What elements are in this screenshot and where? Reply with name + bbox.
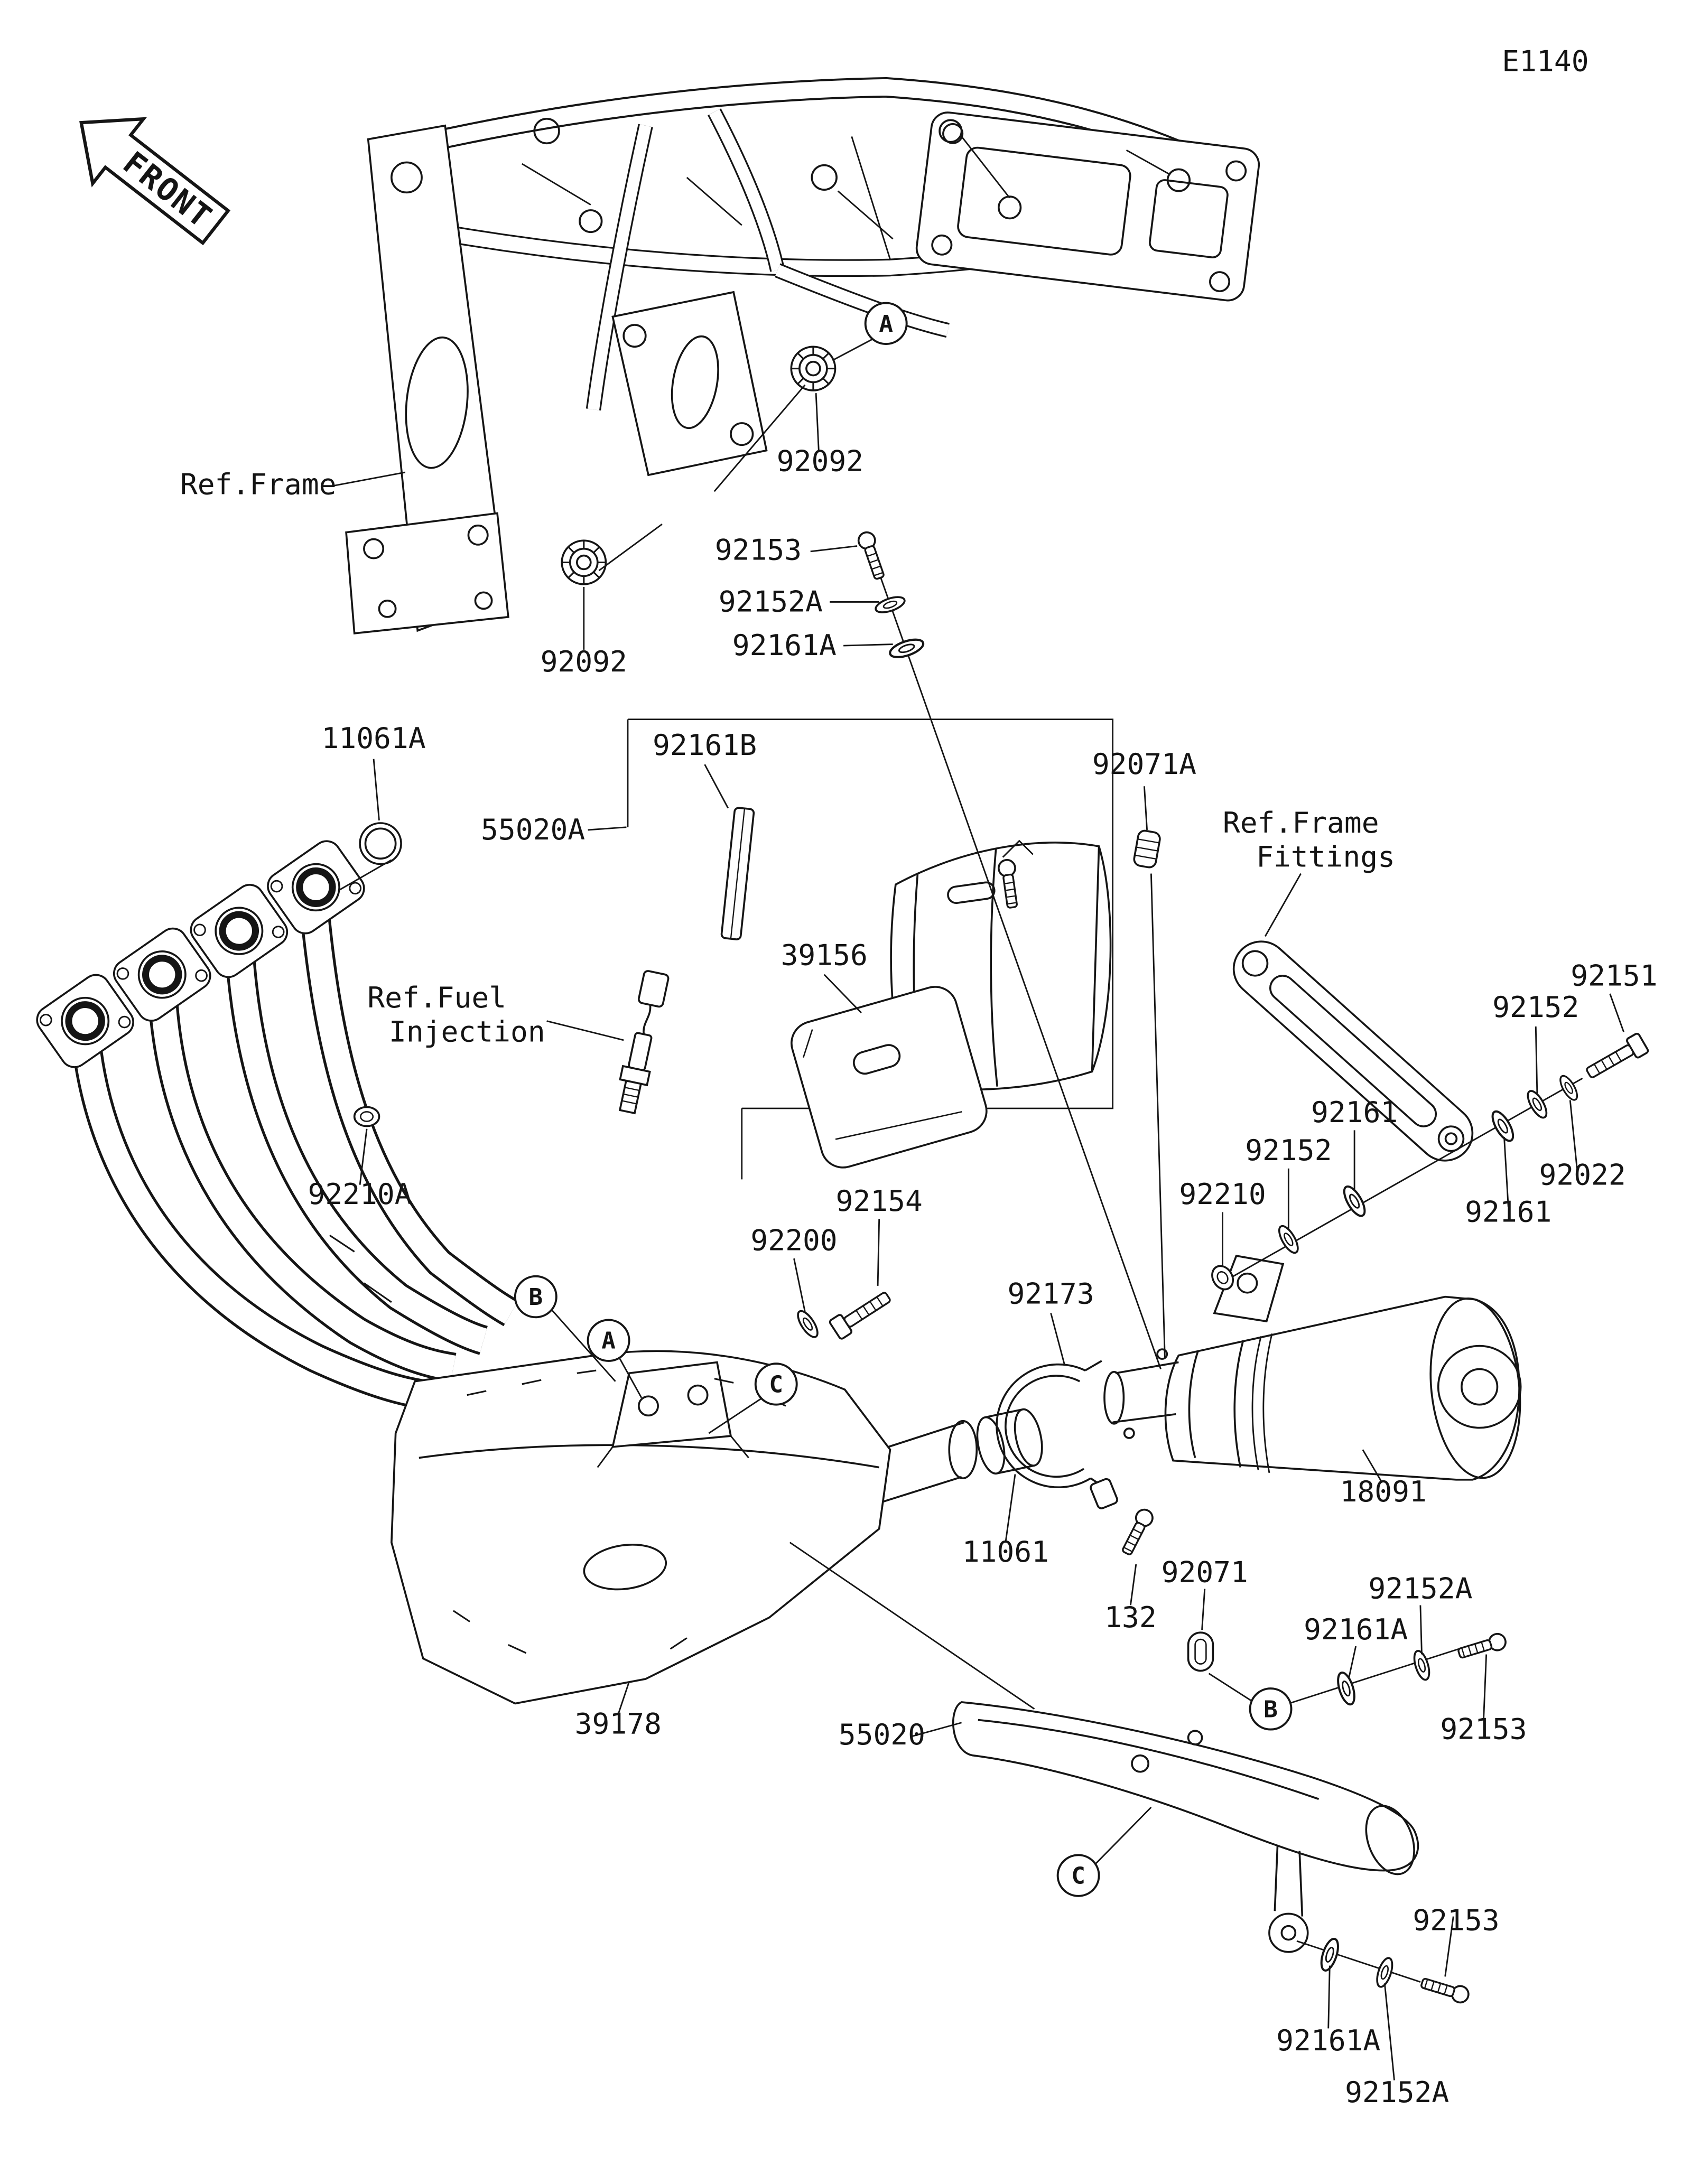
- bushing-92092-upper-drawing: [790, 346, 837, 391]
- callout-c-mid-label: C: [769, 1371, 783, 1398]
- front-arrow-shape: [79, 117, 231, 246]
- screw-92153-bottom-drawing: [1418, 1974, 1472, 2006]
- clamp-92173-drawing: [996, 1360, 1118, 1509]
- part-label-92153-mid: 92153: [1440, 1712, 1527, 1746]
- strip-92161b-drawing: [720, 807, 755, 940]
- part-label-55020: 55020: [839, 1718, 925, 1751]
- part-label-92152a-mid: 92152A: [1368, 1572, 1472, 1606]
- ref-frame-label: Ref.Frame: [180, 467, 337, 501]
- oring-11061a-drawing: [359, 822, 402, 865]
- part-label-92152a-bottom: 92152A: [1345, 2075, 1449, 2109]
- leader-lines: [332, 338, 1624, 2080]
- part-label-39156: 39156: [781, 938, 868, 972]
- mat-39156-drawing: [791, 986, 988, 1169]
- callouts: A B A C B C: [514, 302, 1293, 1897]
- prechamber-39178-drawing: [391, 1350, 891, 1705]
- part-label-92151: 92151: [1571, 959, 1657, 993]
- part-label-92173: 92173: [1007, 1277, 1094, 1311]
- heat-shield-55020-drawing: [952, 1701, 1419, 1953]
- diagram-code: E1140: [1502, 44, 1588, 78]
- callout-a-top-label: A: [879, 311, 893, 338]
- part-label-92161a-bottom: 92161A: [1276, 2023, 1380, 2057]
- callout-c-bottom-label: C: [1071, 1863, 1085, 1890]
- part-label-92153-bottom: 92153: [1413, 1903, 1499, 1937]
- ref-fuel-injection-label-1: Ref.Fuel: [367, 981, 506, 1014]
- grommet-92071a-drawing: [1133, 829, 1161, 869]
- callout-a-top: A: [864, 302, 908, 346]
- part-label-92210a: 92210A: [308, 1177, 412, 1211]
- screw-132-drawing: [1118, 1506, 1157, 1558]
- part-label-92092-lower: 92092: [541, 645, 627, 678]
- part-label-92161b: 92161B: [653, 728, 757, 762]
- part-label-92210: 92210: [1179, 1177, 1266, 1211]
- screw-92153-top-drawing: [855, 529, 889, 582]
- nut-92210a-drawing: [353, 1106, 380, 1127]
- front-arrow: FRONT: [79, 117, 231, 246]
- part-label-132: 132: [1104, 1600, 1157, 1634]
- part-label-39178: 39178: [575, 1707, 662, 1741]
- part-label-92022: 92022: [1539, 1158, 1625, 1192]
- part-label-92200: 92200: [750, 1224, 837, 1257]
- callout-c-mid: C: [754, 1362, 798, 1406]
- callout-c-bottom: C: [1056, 1854, 1100, 1897]
- frame-fittings-bracket-drawing: [1232, 940, 1474, 1162]
- callout-b-right-label: B: [1263, 1696, 1278, 1723]
- part-label-92161-right: 92161: [1465, 1195, 1551, 1229]
- labels: E1140 Ref.Frame Ref.Frame Fittings Ref.F…: [180, 44, 1658, 2109]
- part-label-92071a: 92071A: [1092, 747, 1196, 781]
- part-label-92153-top: 92153: [715, 533, 802, 566]
- part-label-92152a-top: 92152A: [719, 585, 823, 619]
- washer-92152a-top-drawing: [872, 593, 908, 617]
- part-label-55020a: 55020A: [481, 813, 585, 846]
- bolt-92151-drawing: [1582, 1031, 1650, 1084]
- washer-92022-drawing: [1556, 1072, 1582, 1104]
- ref-frame-fittings-label-2: Fittings: [1256, 840, 1395, 874]
- washer-92161a-mid-drawing: [1335, 1670, 1358, 1706]
- gasket-11061-drawing: [976, 1408, 1043, 1475]
- callout-b-left-label: B: [529, 1284, 543, 1311]
- screw-92153-mid-drawing: [1455, 1631, 1509, 1663]
- ref-fuel-injection-label-2: Injection: [389, 1015, 545, 1049]
- washer-92161-right-drawing: [1489, 1108, 1517, 1144]
- callout-a-mid: A: [587, 1319, 630, 1362]
- part-label-92092-upper: 92092: [777, 444, 863, 478]
- washer-92200-drawing: [793, 1307, 822, 1341]
- frame-drawing: [345, 77, 1260, 634]
- oxygen-sensor-drawing: [618, 970, 670, 1115]
- part-label-11061a: 11061A: [321, 721, 425, 755]
- part-label-92161a-top: 92161A: [732, 628, 837, 662]
- bolt-92154-drawing: [828, 1286, 895, 1341]
- part-label-92161a-mid: 92161A: [1304, 1612, 1408, 1646]
- part-label-92154: 92154: [836, 1184, 923, 1218]
- part-label-92152-left: 92152: [1245, 1133, 1332, 1167]
- callout-b-left: B: [514, 1275, 558, 1319]
- exhaust-header-pipes: [70, 892, 519, 1410]
- washer-92161a-top-drawing: [888, 636, 925, 661]
- callout-a-mid-label: A: [601, 1328, 616, 1355]
- part-label-18091: 18091: [1340, 1474, 1427, 1508]
- part-label-92071: 92071: [1162, 1555, 1248, 1589]
- part-label-92152-right: 92152: [1492, 990, 1579, 1024]
- callout-b-right: B: [1249, 1687, 1293, 1731]
- damper-92071-drawing: [1187, 1631, 1214, 1672]
- ref-frame-fittings-label-1: Ref.Frame: [1223, 806, 1379, 839]
- part-label-92161-left: 92161: [1311, 1095, 1398, 1129]
- muffler-18091-drawing: [1103, 1255, 1522, 1481]
- part-label-11061: 11061: [962, 1535, 1049, 1569]
- small-parts: [353, 346, 1650, 2006]
- bushing-92092-lower-drawing: [561, 539, 607, 585]
